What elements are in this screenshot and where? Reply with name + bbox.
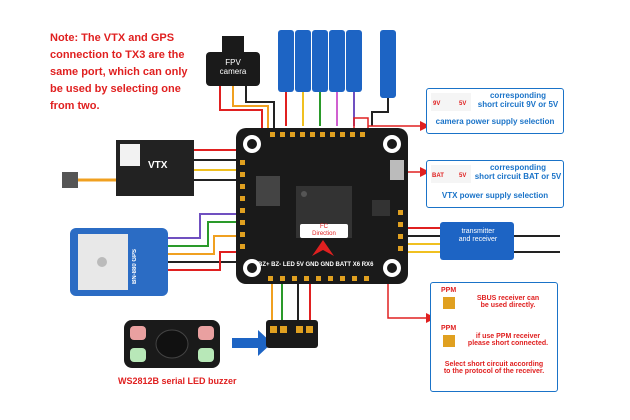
buzzer-label: WS2812B serial LED buzzer — [118, 376, 237, 386]
camera-5v-label: 5V — [459, 101, 467, 107]
gps-label: BN-880 GPS — [132, 248, 138, 284]
note-text: Note: The VTX and GPS connection to TX3 … — [50, 32, 188, 112]
vtx-bat-label: BAT — [432, 173, 444, 179]
vtx-label: VTX — [148, 160, 168, 171]
vtx-5v-label: 5V — [459, 173, 467, 179]
vtx-power-title: VTX power supply selection — [441, 191, 549, 200]
camera-power-title: camera power supply selection — [435, 117, 555, 126]
fc-bottom-pads: BZ+ BZ- LED 5V GND GND BATT X6 RX6 — [258, 262, 374, 268]
camera-9v-label: 9V — [433, 101, 441, 107]
